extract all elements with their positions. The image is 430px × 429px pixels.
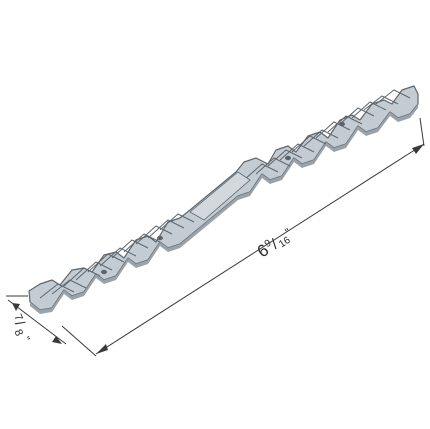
length-dimension: 6 9 / 16 " [61,117,425,357]
corrugation [39,283,75,299]
length-label: 6 9 / 16 " [254,226,293,261]
corrugation [327,115,363,133]
corrugation [375,89,411,105]
corrugation [339,107,375,125]
corrugation [243,163,279,181]
corrugation [303,129,339,147]
corrugation [291,135,327,153]
corrugation [123,233,161,253]
center-plate [189,171,251,221]
corrugation [279,143,315,161]
nail-hole [157,235,163,241]
corrugation [63,267,101,287]
corrugation [87,253,125,273]
corrugation [147,219,185,239]
nail-hole [339,121,345,127]
length-unit: " [283,226,293,238]
corrugation [351,101,387,119]
width-numerator: 7 [11,312,24,322]
width-label: 7 / 8 " [11,312,32,344]
nail-holes [101,121,345,275]
length-dimension-line [95,143,425,355]
length-arrow-right [412,144,424,154]
corrugations-right [243,89,411,181]
length-numerator: 9 [263,238,274,250]
corrugation [267,149,303,167]
width-denominator: 8 [11,328,24,338]
width-arrow-top [12,303,20,311]
length-extension-right [419,117,425,147]
corrugation [315,121,351,139]
length-arrow-left [96,344,108,354]
width-fraction-slash: / [12,318,28,328]
wall-tie [28,85,419,314]
wall-tie-shadow [30,104,418,314]
nail-hole [101,269,107,275]
corrugation [255,157,291,175]
corrugations-left [39,213,195,299]
corrugation [99,247,137,267]
corrugation [111,239,149,259]
width-arrow-bottom [52,336,62,344]
corrugation [159,213,195,231]
corrugation [363,95,399,111]
width-dimension: 7 / 8 " [6,295,67,345]
width-unit: " [19,335,32,344]
corrugation [75,261,113,281]
length-extension-left [61,325,97,357]
nail-hole [285,155,291,161]
corrugation [135,225,173,245]
